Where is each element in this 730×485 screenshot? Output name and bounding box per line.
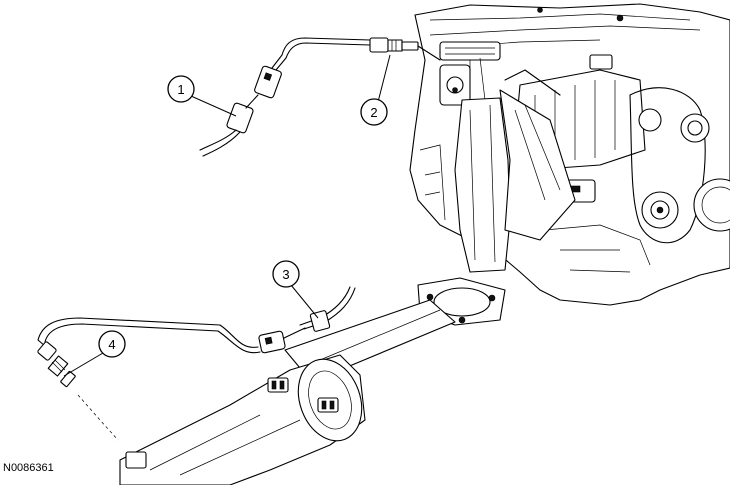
upstream-sensor-connector [199,65,282,157]
callout-4: 4 [63,330,126,377]
downstream-oxygen-sensor [37,341,119,441]
upstream-oxygen-sensor [369,37,441,61]
callout-1: 1 [167,75,237,117]
callout-3: 3 [272,260,319,319]
callout-3-number: 3 [282,267,289,282]
callout-1-number: 1 [177,82,184,97]
callout-4-number: 4 [108,337,115,352]
upstream-sensor-harness [199,37,441,157]
figure-id-label: N0086361 [3,462,54,474]
callout-2-number: 2 [370,105,377,120]
exhaust-downpipe [284,89,576,371]
downstream-sensor-connector [258,310,331,354]
catalytic-converter [119,354,366,485]
downstream-sensor-harness [37,286,356,441]
callout-2: 2 [360,54,391,126]
